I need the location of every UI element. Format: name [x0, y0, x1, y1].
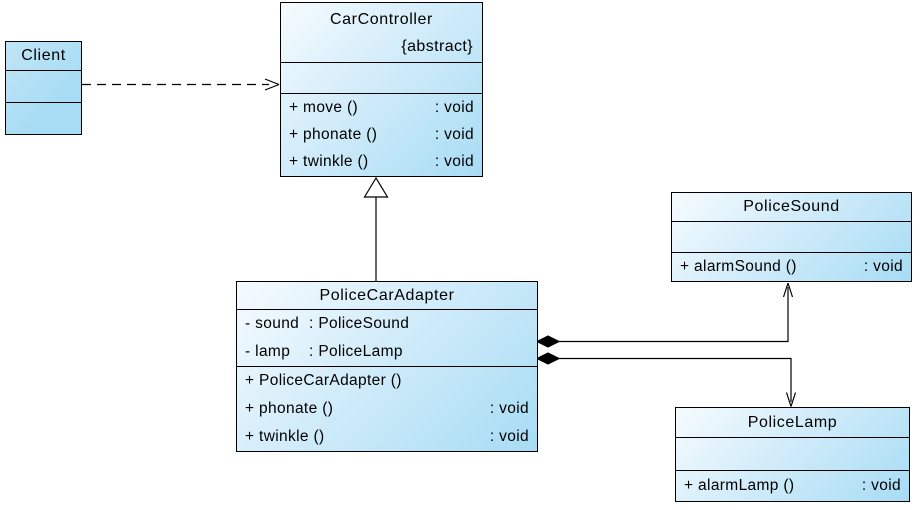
- policelamp-title-compartment: PoliceLamp: [676, 408, 909, 438]
- operation-row: + twinkle () : void: [281, 149, 482, 176]
- operation-return-type: : void: [489, 428, 529, 445]
- class-node-policecaradapter[interactable]: PoliceCarAdapter - sound : PoliceSound -…: [236, 281, 538, 452]
- policesound-title-compartment: PoliceSound: [672, 193, 911, 222]
- operation-return-type: : void: [489, 400, 529, 417]
- generalization-connector-adapter-to-carcontroller[interactable]: [363, 176, 389, 281]
- class-name: PoliceSound: [743, 198, 840, 215]
- open-arrowhead-icon: [264, 78, 280, 91]
- attribute-row: - sound : PoliceSound: [237, 310, 537, 338]
- operation-row: + phonate () : void: [281, 121, 482, 148]
- policelamp-operations-compartment: + alarmLamp () : void: [676, 471, 909, 501]
- operation-row: + phonate () : void: [237, 395, 537, 423]
- abstract-stereotype: {abstract}: [401, 38, 473, 55]
- operation-signature: + move (): [289, 98, 359, 116]
- operation-row: + alarmLamp () : void: [676, 471, 909, 501]
- operation-signature: + twinkle (): [289, 153, 369, 171]
- composition-line: [559, 287, 789, 343]
- open-arrowhead-icon: [782, 282, 794, 298]
- adapter-title-compartment: PoliceCarAdapter: [237, 282, 537, 310]
- operation-return-type: : void: [861, 477, 901, 494]
- operation-row: + twinkle () : void: [237, 423, 537, 451]
- open-arrowhead-icon: [785, 392, 797, 407]
- composition-line: [559, 357, 792, 402]
- composition-connector-adapter-to-policelamp[interactable]: [535, 352, 797, 407]
- composition-diamond-icon: [535, 335, 561, 348]
- carcontroller-operations-compartment: + move () : void + phonate () : void + t…: [281, 94, 482, 176]
- attribute-row: - lamp : PoliceLamp: [237, 338, 537, 366]
- client-attributes-compartment: [6, 71, 81, 103]
- class-name: CarController: [330, 11, 433, 28]
- class-node-client[interactable]: Client: [5, 41, 82, 135]
- class-node-policesound[interactable]: PoliceSound + alarmSound () : void: [671, 192, 912, 282]
- operation-return-type: : void: [863, 258, 903, 275]
- class-name: PoliceLamp: [747, 413, 838, 431]
- composition-connector-adapter-to-policesound[interactable]: [535, 282, 794, 348]
- attribute-name: - sound: [245, 315, 300, 332]
- operation-return-type: : void: [434, 125, 474, 143]
- attribute-name: - lamp: [245, 343, 291, 360]
- client-operations-compartment: [6, 103, 81, 134]
- policelamp-attributes-compartment: [676, 438, 909, 471]
- carcontroller-title-compartment: CarController {abstract}: [281, 3, 482, 63]
- operation-signature: + phonate (): [245, 400, 334, 417]
- operation-signature: + alarmLamp (): [684, 477, 795, 494]
- adapter-attributes-compartment: - sound : PoliceSound - lamp : PoliceLam…: [237, 310, 537, 367]
- carcontroller-attributes-compartment: [281, 63, 482, 94]
- operation-return-type: : void: [434, 153, 474, 171]
- operation-row: + PoliceCarAdapter (): [237, 367, 537, 395]
- operation-signature: + twinkle (): [245, 428, 325, 445]
- operation-signature: + phonate (): [289, 125, 378, 143]
- attribute-type: : PoliceLamp: [309, 343, 403, 360]
- client-title-compartment: Client: [6, 42, 81, 71]
- operation-row: + alarmSound () : void: [672, 253, 911, 281]
- class-name: Client: [21, 47, 66, 64]
- policesound-attributes-compartment: [672, 222, 911, 253]
- class-name: PoliceCarAdapter: [319, 286, 455, 304]
- attribute-type: : PoliceSound: [309, 315, 410, 332]
- adapter-operations-compartment: + PoliceCarAdapter () + phonate () : voi…: [237, 367, 537, 451]
- operation-signature: + PoliceCarAdapter (): [245, 372, 402, 389]
- operation-return-type: : void: [434, 98, 474, 116]
- operation-row: + move () : void: [281, 94, 482, 121]
- operation-signature: + alarmSound (): [680, 258, 797, 275]
- policesound-operations-compartment: + alarmSound () : void: [672, 253, 911, 281]
- class-node-policelamp[interactable]: PoliceLamp + alarmLamp () : void: [675, 407, 910, 502]
- hollow-triangle-icon: [363, 176, 389, 198]
- class-node-carcontroller[interactable]: CarController {abstract} + move () : voi…: [280, 2, 483, 177]
- dependency-connector-client-to-carcontroller[interactable]: [82, 78, 280, 91]
- composition-diamond-icon: [535, 352, 561, 365]
